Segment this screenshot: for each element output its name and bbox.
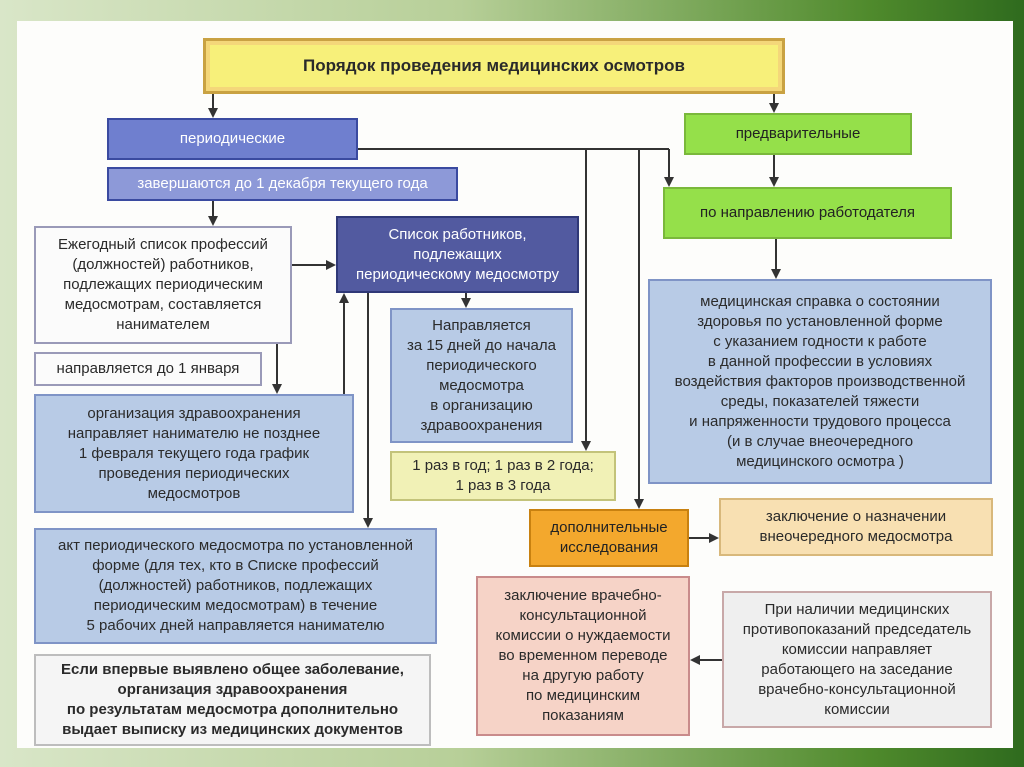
employer-referral-node: по направлению работодателя (663, 187, 952, 239)
deadline-node: завершаются до 1 декабря текущего года (107, 167, 458, 201)
medical-certificate-node: медицинская справка о состоянии здоровья… (648, 279, 992, 484)
workers-list-node: Список работников, подлежащих периодичес… (336, 216, 579, 293)
frequency-node: 1 раз в год; 1 раз в 2 года; 1 раз в 3 г… (390, 451, 616, 501)
additional-research-node: дополнительные исследования (529, 509, 689, 567)
sent-15-days-node: Направляется за 15 дней до начала период… (390, 308, 573, 443)
periodic-node: периодические (107, 118, 358, 160)
sent-january-node: направляется до 1 января (34, 352, 262, 386)
preliminary-node: предварительные (684, 113, 912, 155)
extraordinary-exam-node: заключение о назначении внеочередного ме… (719, 498, 993, 556)
diagram-title: Порядок проведения медицинских осмотров (203, 38, 785, 94)
schedule-node: организация здравоохранения направляет н… (34, 394, 354, 513)
periodic-act-node: акт периодического медосмотра по установ… (34, 528, 437, 644)
slide-canvas: Порядок проведения медицинских осмотров … (17, 21, 1013, 748)
vkk-conclusion-node: заключение врачебно- консультационной ко… (476, 576, 690, 736)
annual-list-node: Ежегодный список профессий (должностей) … (34, 226, 292, 344)
first-detected-disease-node: Если впервые выявлено общее заболевание,… (34, 654, 431, 746)
connector-arrows (208, 94, 781, 665)
contraindications-node: При наличии медицинских противопоказаний… (722, 591, 992, 728)
